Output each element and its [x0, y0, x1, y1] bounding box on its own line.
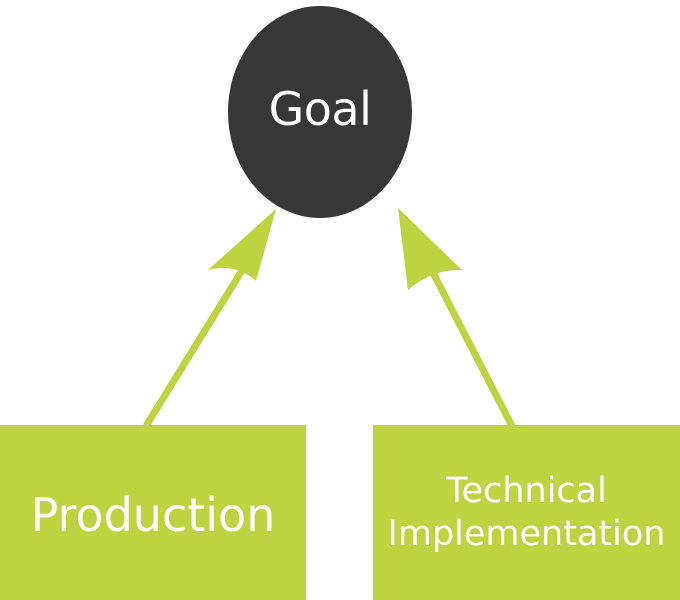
technical-implementation-node: Technical Implementation	[373, 425, 680, 600]
production-node: Production	[0, 425, 306, 600]
production-label: Production	[30, 487, 276, 542]
arrowhead-production	[208, 209, 276, 281]
goal-label: Goal	[268, 82, 372, 136]
technical-implementation-label: Technical Implementation	[388, 470, 666, 555]
technical-label-line-2: Implementation	[387, 513, 666, 554]
goal-node: Goal	[228, 6, 412, 218]
technical-label-line-1: Technical	[446, 470, 607, 511]
arrowhead-technical	[398, 208, 462, 290]
